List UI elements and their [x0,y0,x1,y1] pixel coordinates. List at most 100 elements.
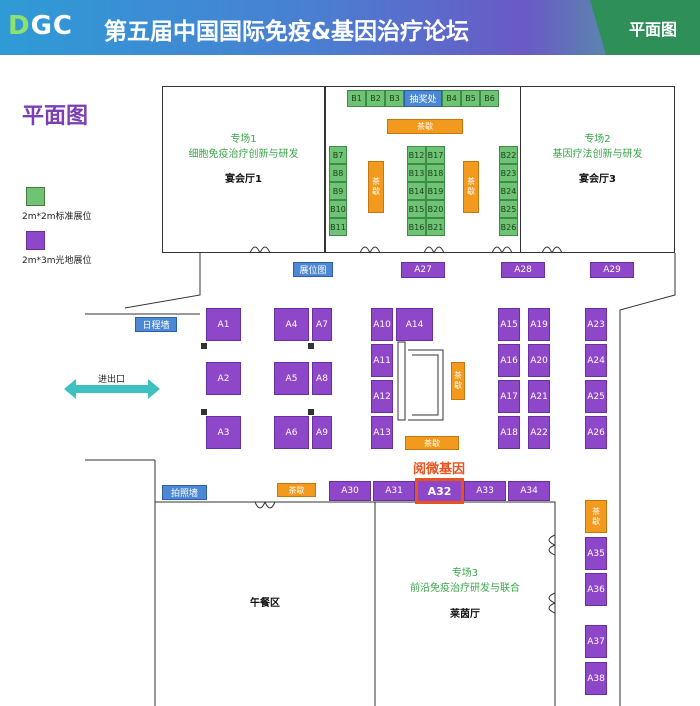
session-2-title: 专场2 [584,134,611,145]
booth-a25[interactable]: A25 [585,380,607,413]
booth-a8[interactable]: A8 [312,362,332,395]
header-right-tab: 平面图 [590,0,700,55]
booth-a11[interactable]: A11 [371,344,393,377]
booth-a10[interactable]: A10 [371,308,393,341]
booth-a36[interactable]: A36 [585,573,607,606]
pillar [308,409,314,415]
booth-a12[interactable]: A12 [371,380,393,413]
tea-break-right-column: 茶歇 [585,500,607,533]
booth-a15[interactable]: A15 [498,308,520,341]
booth-a19[interactable]: A19 [528,308,550,341]
booth-b2[interactable]: B2 [366,90,385,107]
session-3-subtitle: 前沿免疫治疗研发与联合 [410,583,520,594]
booth-a14[interactable]: A14 [396,308,433,341]
banquet-hall-3 [520,86,675,253]
lottery-desk: 抽奖处 [404,90,442,107]
session-3-hall: 莱茵厅 [450,609,480,620]
booth-a22[interactable]: A22 [528,416,550,449]
schedule-wall-sign: 日程墙 [135,317,177,332]
booth-b8[interactable]: B8 [329,164,347,182]
booth-a38[interactable]: A38 [585,662,607,695]
booth-a24[interactable]: A24 [585,344,607,377]
booth-b15[interactable]: B15 [407,200,426,218]
booth-b4[interactable]: B4 [442,90,461,107]
session-2-subtitle: 基因疗法创新与研发 [552,149,643,160]
highlight-label: 阅微基因 [413,462,466,477]
booth-b12[interactable]: B12 [407,146,426,164]
booth-b3[interactable]: B3 [385,90,404,107]
session-1-hall: 宴会厅1 [225,174,262,185]
photo-wall-sign: 拍照墙 [162,485,207,500]
legend-space-label: 2m*3m光地展位 [22,256,92,266]
page-banner-title: 第五届中国国际免疫&基因治疗论坛 [104,19,470,45]
header-right-label: 平面图 [628,20,677,39]
tea-break-right: 茶歇 [463,161,479,213]
booth-b14[interactable]: B14 [407,182,426,200]
booth-a29[interactable]: A29 [590,262,634,278]
banquet-hall-1 [162,86,325,253]
booth-b7[interactable]: B7 [329,146,347,164]
tea-break-left: 茶歇 [368,161,384,213]
booth-a21[interactable]: A21 [528,380,550,413]
booth-b16[interactable]: B16 [407,218,426,236]
booth-a27[interactable]: A27 [401,262,445,278]
booth-b21[interactable]: B21 [426,218,445,236]
header-banner: DGC 第五届中国国际免疫&基因治疗论坛 平面图 [0,0,700,55]
pillar [201,409,207,415]
booth-b11[interactable]: B11 [329,218,347,236]
session-1-subtitle: 细胞免疫治疗创新与研发 [188,149,299,160]
booth-a16[interactable]: A16 [498,344,520,377]
legend-standard-label: 2m*2m标准展位 [22,212,92,222]
booth-a20[interactable]: A20 [528,344,550,377]
booth-b6[interactable]: B6 [480,90,499,107]
booth-a17[interactable]: A17 [498,380,520,413]
lunch-area-label: 午餐区 [250,598,280,609]
booth-b24[interactable]: B24 [499,182,518,200]
booth-a26[interactable]: A26 [585,416,607,449]
booth-a2[interactable]: A2 [206,362,241,395]
booth-a23[interactable]: A23 [585,308,607,341]
booth-b1[interactable]: B1 [347,90,366,107]
entry-arrow-icon [64,379,160,399]
booth-b26[interactable]: B26 [499,218,518,236]
booth-b19[interactable]: B19 [426,182,445,200]
legend-standard-swatch [26,187,45,206]
session-2-hall: 宴会厅3 [579,174,616,185]
booth-a9[interactable]: A9 [312,416,332,449]
booth-a18[interactable]: A18 [498,416,520,449]
booth-a1[interactable]: A1 [206,308,241,341]
booth-a31[interactable]: A31 [373,481,415,501]
pillar [201,343,207,349]
booth-a35[interactable]: A35 [585,537,607,570]
entry-label: 进出口 [98,375,126,385]
exhibit-map-sign: 展位图 [293,262,333,277]
booth-b22[interactable]: B22 [499,146,518,164]
booth-a6[interactable]: A6 [274,416,309,449]
booth-b5[interactable]: B5 [461,90,480,107]
booth-a4[interactable]: A4 [274,308,309,341]
legend-space-swatch [26,231,45,250]
session-1-title: 专场1 [230,134,257,145]
booth-b18[interactable]: B18 [426,164,445,182]
booth-a37[interactable]: A37 [585,625,607,658]
booth-a13[interactable]: A13 [371,416,393,449]
booth-a33[interactable]: A33 [464,481,506,501]
booth-b23[interactable]: B23 [499,164,518,182]
booth-b25[interactable]: B25 [499,200,518,218]
booth-a34[interactable]: A34 [508,481,550,501]
booth-b20[interactable]: B20 [426,200,445,218]
booth-a28[interactable]: A28 [501,262,545,278]
booth-b9[interactable]: B9 [329,182,347,200]
tea-break-center: 茶歇 [451,362,465,400]
booth-a7[interactable]: A7 [312,308,332,341]
booth-b10[interactable]: B10 [329,200,347,218]
highlight-frame [415,478,464,504]
tea-break-top: 茶歇 [387,119,463,134]
session-3-title: 专场3 [451,568,479,579]
booth-b17[interactable]: B17 [426,146,445,164]
booth-b13[interactable]: B13 [407,164,426,182]
pillar [308,343,314,349]
booth-a3[interactable]: A3 [206,416,241,449]
booth-a5[interactable]: A5 [274,362,309,395]
booth-a30[interactable]: A30 [329,481,371,501]
